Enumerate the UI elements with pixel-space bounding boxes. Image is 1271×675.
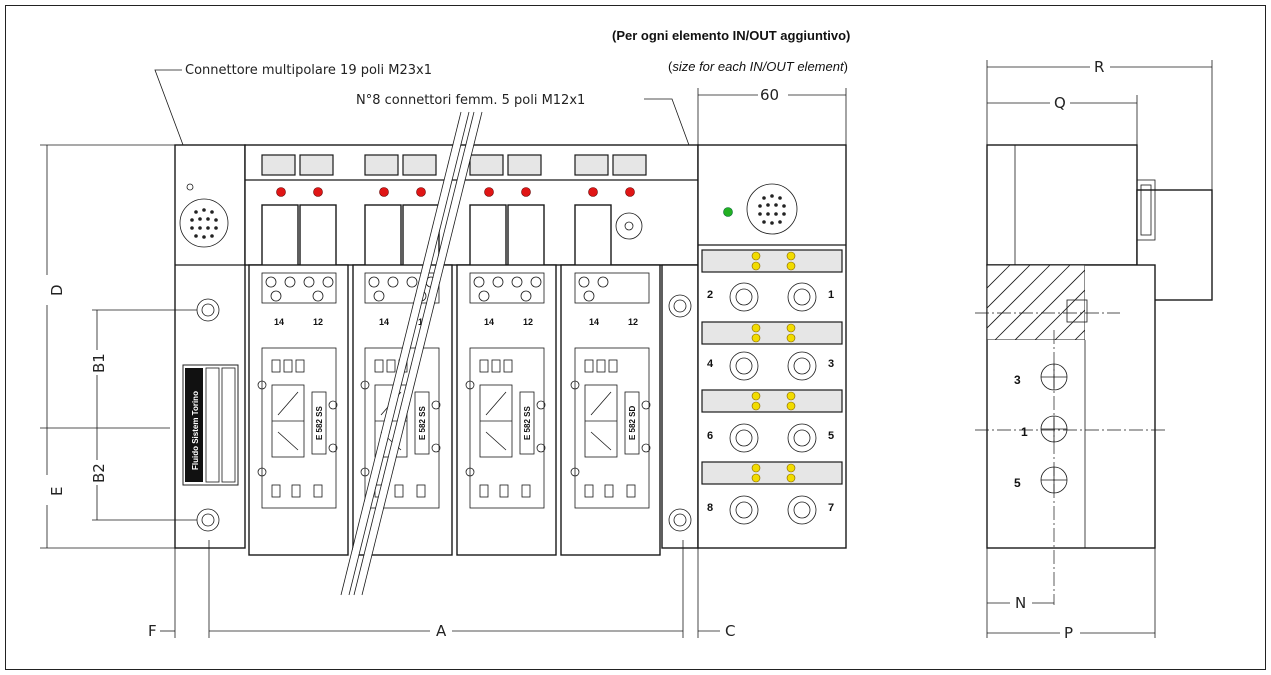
break-line-strokes <box>340 111 483 596</box>
side-port-label: 3 <box>1014 373 1021 387</box>
dimension-60: 60 <box>760 86 779 104</box>
dimension-N: N <box>1015 594 1026 612</box>
dimension-Q: Q <box>1054 94 1066 112</box>
valve-port-14: 14 <box>589 317 599 327</box>
screw-terminals <box>261 272 650 304</box>
top-caps <box>261 154 647 176</box>
connector-number: 6 <box>707 430 713 442</box>
connector-number: 2 <box>707 289 713 301</box>
valve-code: E 582 SS <box>418 406 427 440</box>
dimension-lines <box>40 88 847 638</box>
dimension-R: R <box>1094 58 1104 76</box>
led-green-icon <box>723 207 733 217</box>
callout-female-connectors: N°8 connettori femm. 5 poli M12x1 <box>356 93 585 108</box>
valve-port-12: 12 <box>313 317 323 327</box>
side-dimension-lines <box>986 60 1213 638</box>
io-module <box>697 144 847 549</box>
side-hatch <box>987 265 1085 340</box>
led-yellow-icons <box>751 251 796 483</box>
dimension-B2: B2 <box>90 463 108 483</box>
header-subtitle: (size for each IN/OUT element) <box>668 59 848 74</box>
connector-number: 4 <box>707 358 714 370</box>
brand-label: Fluido Sistem Torino <box>191 391 200 470</box>
connector-number: 3 <box>828 358 834 370</box>
valve-code: E 582 SS <box>523 406 532 440</box>
manual-override-icon <box>615 212 643 240</box>
connector-number: 5 <box>828 430 834 442</box>
header-title: (Per ogni elemento IN/OUT aggiuntivo) <box>612 28 850 43</box>
valve-modules <box>248 264 661 556</box>
dimension-D: D <box>48 284 66 296</box>
callout-multipolar-connector: Connettore multipolare 19 poli M23x1 <box>185 63 432 78</box>
valve-code: E 582 SD <box>628 406 637 440</box>
multipolar-connector-icon <box>746 183 798 235</box>
m12-connector-icons <box>729 282 817 525</box>
connector-number: 7 <box>828 502 834 514</box>
valve-symbol-panel <box>574 347 650 509</box>
dimension-E: E <box>48 487 66 496</box>
valve-port-14: 14 <box>274 317 284 327</box>
io-strips <box>701 249 843 485</box>
valve-port-12: 12 <box>523 317 533 327</box>
mounting-hole-icon <box>668 508 692 532</box>
valve-symbol-panel <box>261 347 337 509</box>
connector-number: 8 <box>707 502 713 514</box>
valve-port-14: 14 <box>484 317 494 327</box>
side-port-icons <box>1040 363 1068 494</box>
led-red-icons <box>276 187 635 197</box>
multipolar-connector-icon <box>179 198 229 248</box>
dimension-A: A <box>436 622 447 640</box>
left-end-plate <box>174 144 246 549</box>
valve-port-12: 12 <box>628 317 638 327</box>
dimension-B1: B1 <box>90 353 108 373</box>
side-view-upper <box>986 144 1138 266</box>
connector-number: 1 <box>828 289 834 301</box>
side-port-label: 5 <box>1014 476 1021 490</box>
valve-port-14: 14 <box>379 317 389 327</box>
drawing-frame <box>5 5 1266 670</box>
break-lines <box>341 111 482 596</box>
right-end-plate <box>661 264 699 549</box>
dimension-P: P <box>1064 624 1073 642</box>
valve-code: E 582 SS <box>315 406 324 440</box>
dimension-F: F <box>148 622 157 640</box>
dimension-C: C <box>725 622 735 640</box>
side-port-label: 1 <box>1021 425 1028 439</box>
mounting-hole-icon <box>668 294 692 318</box>
connector-pins <box>190 208 218 239</box>
valve-symbol-panel <box>469 347 545 509</box>
